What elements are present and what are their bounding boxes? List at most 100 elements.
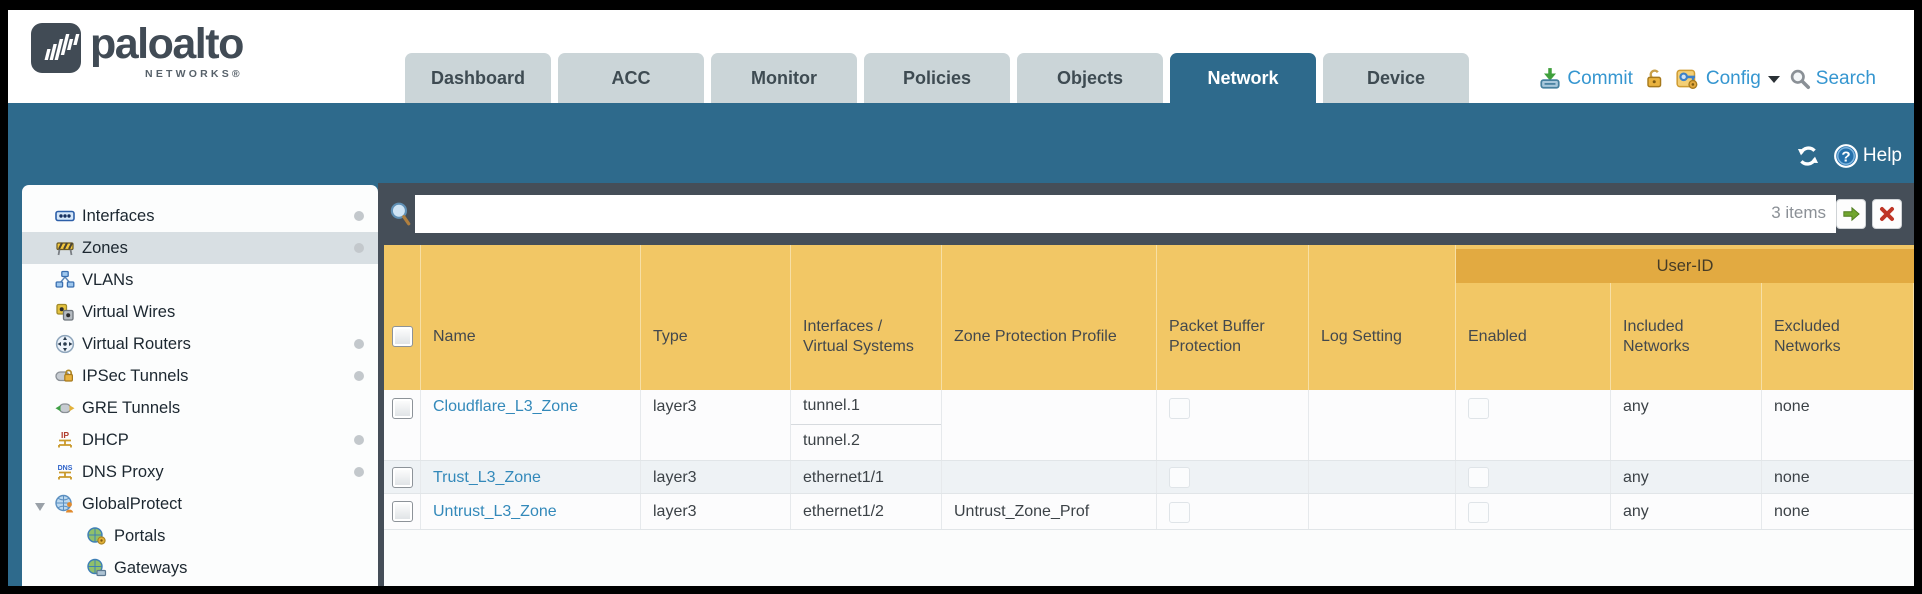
table-row: Cloudflare_L3_Zone layer3 tunnel.1 tunne… (384, 390, 1914, 461)
log-setting-cell (1309, 390, 1456, 460)
svg-text:IP: IP (61, 430, 69, 440)
user-id-enabled-checkbox[interactable] (1468, 398, 1489, 419)
globalprotect-icon (55, 494, 75, 514)
sidebar-item-label: GlobalProtect (82, 494, 182, 513)
sidebar-item-gre-tunnels[interactable]: GRE Tunnels (22, 392, 378, 424)
zone-protection-cell: Untrust_Zone_Prof (942, 494, 1157, 529)
content-area: Interfaces Zones VLANs Vir (8, 183, 1914, 586)
table-row: Untrust_L3_Zone layer3 ethernet1/2 Untru… (384, 494, 1914, 530)
svg-text:DNS: DNS (58, 465, 73, 472)
dns-proxy-icon: DNS (55, 462, 75, 482)
clear-filter-button[interactable] (1872, 199, 1902, 229)
row-checkbox[interactable] (391, 466, 413, 488)
sidebar-item-label: Gateways (114, 558, 188, 577)
sidebar-item-virtual-wires[interactable]: Virtual Wires (22, 296, 378, 328)
sidebar-item-label: Portals (114, 526, 166, 545)
select-all-checkbox[interactable] (391, 326, 413, 347)
sidebar-item-dhcp[interactable]: IP DHCP (22, 424, 378, 456)
tab-policies[interactable]: Policies (864, 53, 1010, 103)
status-dot (354, 435, 364, 445)
column-header-zone-protection[interactable]: Zone Protection Profile (942, 245, 1157, 390)
included-networks-cell: any (1611, 390, 1762, 460)
excluded-networks-cell: none (1762, 461, 1914, 493)
help-icon: ? (1834, 144, 1858, 168)
help-label: Help (1862, 145, 1902, 166)
sidebar-item-interfaces[interactable]: Interfaces (22, 200, 378, 232)
global-search[interactable]: Search (1789, 68, 1876, 90)
column-header-enabled[interactable]: Enabled (1456, 283, 1611, 390)
help-button[interactable]: ? Help (1833, 143, 1902, 169)
interface-entry: tunnel.1 (791, 390, 941, 425)
tab-device[interactable]: Device (1323, 53, 1469, 103)
column-header-type[interactable]: Type (641, 245, 791, 390)
sidebar-item-label: DNS Proxy (82, 462, 164, 481)
sidebar-item-virtual-routers[interactable]: Virtual Routers (22, 328, 378, 360)
zone-protection-cell (942, 390, 1157, 460)
sidebar-item-vlans[interactable]: VLANs (22, 264, 378, 296)
filter-input[interactable] (415, 195, 1836, 233)
user-id-enabled-checkbox[interactable] (1468, 467, 1489, 488)
tab-objects[interactable]: Objects (1017, 53, 1163, 103)
zone-name-link[interactable]: Cloudflare_L3_Zone (433, 398, 578, 415)
packet-buffer-checkbox[interactable] (1169, 501, 1190, 523)
apply-filter-button[interactable] (1836, 199, 1866, 229)
table-empty-space (384, 530, 1914, 586)
included-networks-cell: any (1611, 461, 1762, 493)
zone-type-cell: layer3 (641, 390, 791, 460)
status-dot (354, 371, 364, 381)
refresh-icon[interactable] (1795, 144, 1821, 168)
sidebar-item-ipsec-tunnels[interactable]: IPSec Tunnels (22, 360, 378, 392)
sidebar-splitter[interactable] (378, 183, 384, 586)
main-pane: 3 items (384, 183, 1914, 586)
sidebar-item-zones[interactable]: Zones (22, 232, 378, 264)
zone-name-link[interactable]: Trust_L3_Zone (433, 468, 541, 486)
sidebar-item-gateways[interactable]: Gateways (22, 552, 378, 584)
collapse-triangle-icon[interactable] (34, 498, 46, 517)
status-dot (354, 243, 364, 253)
zones-table: Name Type Interfaces / Virtual Systems Z… (384, 245, 1914, 530)
column-header-included-networks[interactable]: Included Networks (1611, 283, 1762, 390)
row-checkbox[interactable] (391, 398, 413, 419)
config-menu[interactable]: Config (1675, 67, 1780, 91)
packet-buffer-checkbox[interactable] (1169, 467, 1190, 488)
interfaces-cell: tunnel.1 tunnel.2 (791, 390, 942, 460)
lock-icon[interactable] (1642, 67, 1666, 91)
interface-entry: tunnel.2 (803, 432, 860, 449)
tab-network[interactable]: Network (1170, 53, 1316, 103)
excluded-networks-cell: none (1762, 390, 1914, 460)
user-id-enabled-checkbox[interactable] (1468, 501, 1489, 523)
dhcp-icon: IP (55, 430, 75, 450)
user-id-group-header: User-ID (1456, 249, 1914, 283)
row-checkbox[interactable] (391, 501, 413, 522)
zone-type-cell: layer3 (641, 461, 791, 493)
config-icon (1676, 69, 1698, 89)
column-header-name[interactable]: Name (421, 245, 641, 390)
brand-subtitle: NETWORKS® (145, 68, 243, 81)
column-header-excluded-networks[interactable]: Excluded Networks (1762, 283, 1914, 390)
tab-monitor[interactable]: Monitor (711, 53, 857, 103)
column-header-log-setting[interactable]: Log Setting (1309, 245, 1456, 390)
gre-tunnels-icon (55, 398, 75, 418)
brand-name: paloalto (90, 20, 244, 68)
column-header-interfaces[interactable]: Interfaces / Virtual Systems (791, 245, 942, 390)
vlans-icon (55, 270, 75, 290)
sidebar-item-portals[interactable]: Portals (22, 520, 378, 552)
interfaces-icon (55, 206, 75, 226)
commit-button[interactable]: Commit (1538, 67, 1633, 91)
column-header-packet-buffer[interactable]: Packet Buffer Protection (1157, 245, 1309, 390)
packet-buffer-checkbox[interactable] (1169, 398, 1190, 419)
included-networks-cell: any (1611, 494, 1762, 529)
sidebar-item-label: Zones (82, 238, 128, 257)
status-dot (354, 339, 364, 349)
tab-dashboard[interactable]: Dashboard (405, 53, 551, 103)
sidebar-item-label: Virtual Wires (82, 302, 176, 321)
log-setting-cell (1309, 461, 1456, 493)
main-tabs: Dashboard ACC Monitor Policies Objects N… (405, 53, 1469, 103)
sidebar-item-label: Interfaces (82, 206, 155, 225)
tab-acc[interactable]: ACC (558, 53, 704, 103)
sidebar-item-globalprotect[interactable]: GlobalProtect (22, 488, 378, 520)
zone-name-link[interactable]: Untrust_L3_Zone (433, 503, 557, 520)
virtual-wires-icon (55, 302, 75, 322)
sidebar-item-dns-proxy[interactable]: DNS DNS Proxy (22, 456, 378, 488)
commit-label: Commit (1567, 68, 1633, 89)
